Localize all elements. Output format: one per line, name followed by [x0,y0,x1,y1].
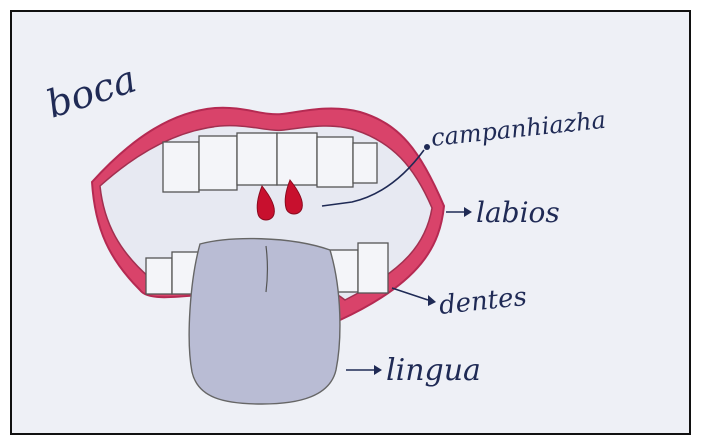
arrowhead [374,365,382,375]
arrow-dot [424,144,430,150]
arrowhead [428,295,436,306]
upper-tooth [317,137,353,187]
lower-tooth [146,258,172,294]
upper-tooth [353,143,377,183]
teeth-label: dentes [438,282,529,321]
upper-tooth [163,142,199,192]
tongue [189,239,340,404]
lips-label: labios [476,196,560,229]
teeth-pointer [392,288,428,300]
arrowhead [464,207,472,217]
uvula-label: campanhiazha [430,106,607,152]
title-label: boca [41,57,141,127]
upper-tooth [277,133,317,185]
upper-tooth [199,136,237,190]
lower-tooth [358,243,388,293]
upper-tooth [237,133,277,185]
upper-teeth [163,133,377,192]
tongue-label: lingua [386,353,481,388]
